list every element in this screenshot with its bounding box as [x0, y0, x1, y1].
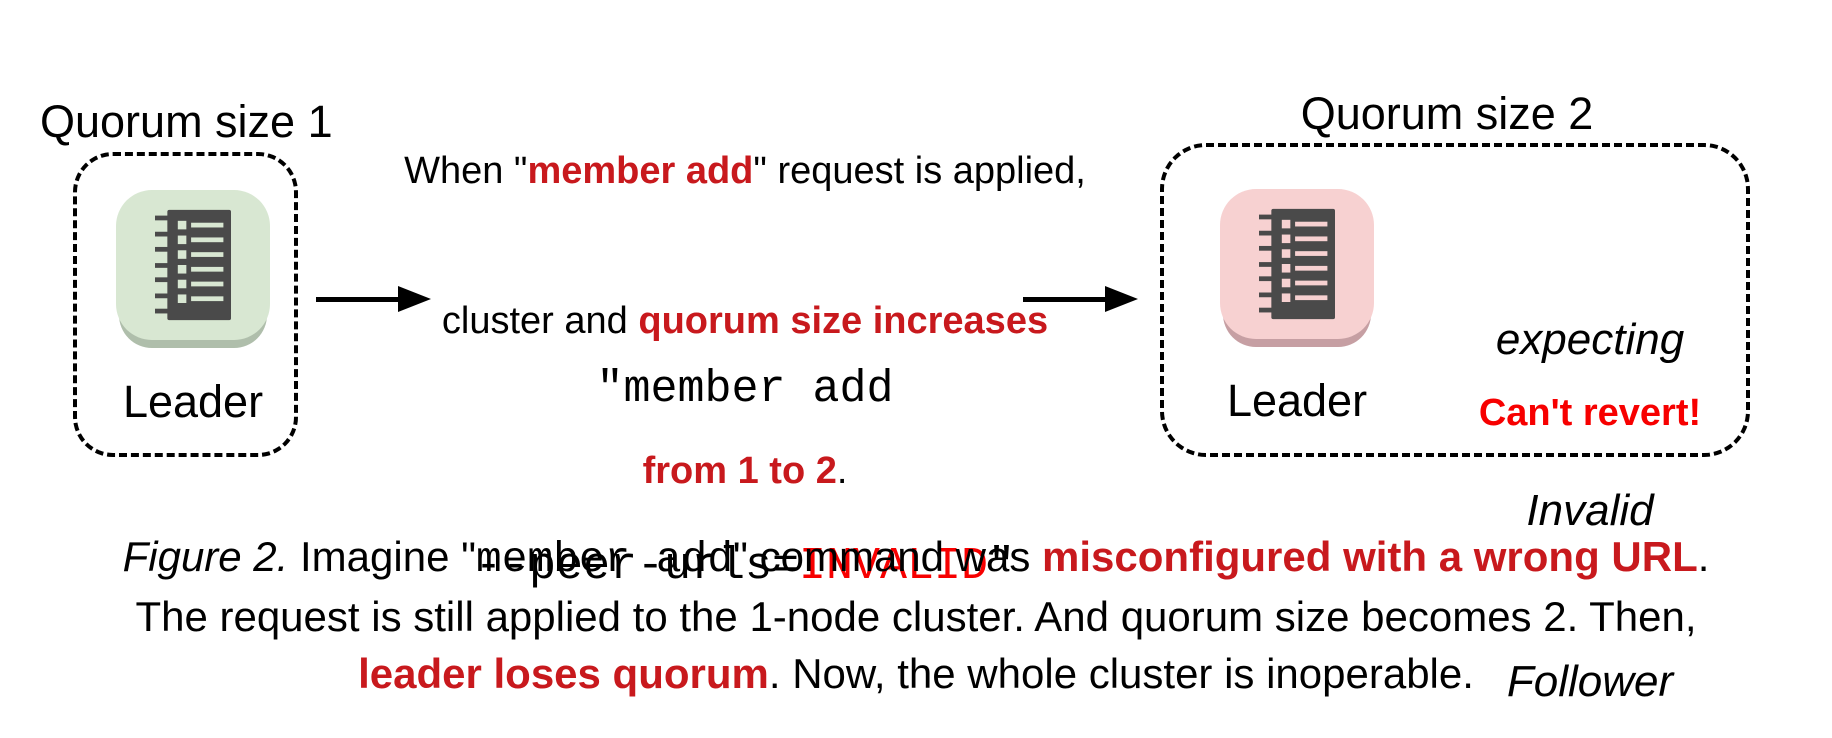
annotation-highlight: member add: [527, 150, 754, 192]
caption-text: . Now, the whole cluster is inoperable.: [768, 650, 1474, 697]
caption-line-3: leader loses quorum. Now, the whole clus…: [0, 645, 1832, 702]
command-text: --peer-urls=: [474, 541, 799, 592]
command-invalid-value: INVALID: [799, 541, 989, 592]
caption-command: member add: [476, 535, 734, 584]
leader-node-label: Leader: [1226, 375, 1368, 426]
arrow-shaft: [1023, 296, 1105, 302]
annotation-line-2: cluster and quorum size increases: [375, 296, 1115, 346]
annotation-line-3: from 1 to 2.: [375, 446, 1115, 496]
caption-line-2: The request is still applied to the 1-no…: [135, 593, 1697, 640]
arrow-head-icon: [1105, 286, 1138, 312]
annotation-text: cluster and: [441, 300, 639, 342]
member-add-command: "member add --peer-urls=INVALID": [420, 242, 1070, 714]
figure-caption: Figure 2. Imagine "member add" command w…: [0, 528, 1832, 702]
left-cluster-box: Leader: [73, 152, 298, 457]
command-line-1: "member add: [596, 364, 894, 415]
caption-text: " command was: [733, 533, 1043, 580]
flow-arrow-left: [316, 286, 431, 312]
caption-highlight: leader loses quorum: [358, 650, 769, 697]
command-text: ": [988, 541, 1016, 592]
right-cluster-box: Leader expecting Invalid Follower Can't …: [1160, 143, 1750, 706]
caption-text: .: [1697, 533, 1710, 580]
member-add-annotation: When "member add" request is applied, cl…: [375, 46, 1115, 596]
leader-node-icon: [116, 190, 270, 340]
left-cluster-title: Quorum size 1: [40, 96, 333, 147]
annotation-line-1: When "member add" request is applied,: [375, 146, 1115, 196]
cant-revert-warning: Can't revert!: [1478, 392, 1702, 434]
figure-number: Figure 2.: [122, 533, 289, 580]
ledger-icon: [1259, 208, 1335, 320]
arrow-shaft: [316, 296, 398, 302]
expect-line: expecting: [1495, 315, 1685, 364]
annotation-text: " request is applied,: [753, 150, 1086, 192]
annotation-highlight: quorum size increases: [638, 300, 1049, 342]
command-line-2: --peer-urls=INVALID": [420, 537, 1070, 596]
annotation-text: When ": [404, 150, 528, 192]
caption-line-1: Figure 2. Imagine "member add" command w…: [0, 528, 1832, 588]
leader-node-label: Leader: [122, 376, 264, 427]
caption-highlight: misconfigured with a wrong URL: [1042, 533, 1698, 580]
annotation-text: .: [836, 450, 848, 492]
annotation-highlight: from 1 to 2: [642, 450, 837, 492]
expect-line: Invalid: [1526, 486, 1654, 535]
caption-text: Imagine ": [288, 533, 477, 580]
expecting-follower-note: expecting Invalid Follower: [1434, 197, 1746, 738]
right-cluster-title: Quorum size 2: [1300, 88, 1594, 139]
leader-node-icon: [1220, 189, 1374, 339]
ledger-icon: [155, 209, 231, 321]
expect-line: Follower: [1506, 657, 1674, 706]
arrow-head-icon: [398, 286, 431, 312]
flow-arrow-right: [1023, 286, 1138, 312]
